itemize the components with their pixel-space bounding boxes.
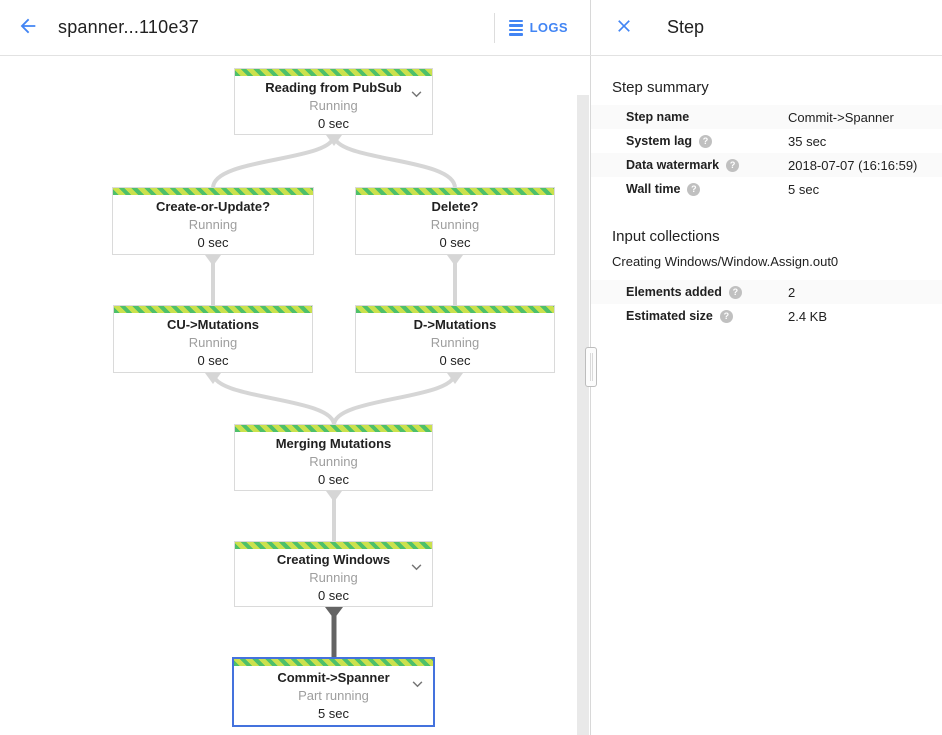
row-label: System lag xyxy=(626,134,693,148)
collection-name: Creating Windows/Window.Assign.out0 xyxy=(612,254,839,269)
node-time: 0 sec xyxy=(439,353,471,368)
running-progress-stripe xyxy=(235,69,432,76)
running-progress-stripe xyxy=(234,659,433,666)
close-icon xyxy=(614,16,634,39)
arrow-left-icon xyxy=(17,15,39,40)
node-title: Creating Windows xyxy=(276,552,391,567)
node-title: Merging Mutations xyxy=(275,435,392,451)
help-icon[interactable]: ? xyxy=(699,134,713,148)
step-details-panel: Step summary Step name Commit->Spanner S… xyxy=(591,56,942,735)
row-value: 2.4 KB xyxy=(788,308,828,324)
running-progress-stripe xyxy=(356,306,554,313)
running-progress-stripe xyxy=(114,306,312,313)
chevron-down-icon[interactable] xyxy=(411,558,422,576)
logs-button-label: LOGS xyxy=(529,20,568,35)
node-title: Reading from PubSub xyxy=(265,79,402,95)
row-label: Estimated size xyxy=(626,309,713,323)
node-title: Commit->Spanner xyxy=(277,670,390,685)
row-label: Data watermark xyxy=(626,158,720,172)
graph-node-reading-from-pubsub[interactable]: Reading from PubSub Running 0 sec xyxy=(234,68,433,135)
header-divider xyxy=(493,12,495,43)
graph-scrollbar[interactable] xyxy=(577,95,589,735)
chevron-down-icon[interactable] xyxy=(412,675,423,693)
row-value: 2018-07-07 (16:16:59) xyxy=(788,157,918,173)
close-panel-button[interactable] xyxy=(606,10,642,46)
node-status: Running xyxy=(188,217,238,232)
row-value: 2 xyxy=(788,284,796,300)
node-time: 0 sec xyxy=(197,235,229,250)
graph-node-creating-windows[interactable]: Creating Windows Running 0 sec xyxy=(234,541,433,607)
input-collections-heading: Input collections xyxy=(612,228,720,245)
node-status: Running xyxy=(309,97,358,113)
table-row: Wall time ? 5 sec xyxy=(591,177,942,201)
main-area: Reading from PubSub Running 0 sec Create… xyxy=(0,56,942,735)
node-time: 5 sec xyxy=(317,706,350,721)
row-value: 5 sec xyxy=(788,181,820,197)
panel-resize-handle[interactable] xyxy=(585,347,597,387)
table-row: Elements added ? 2 xyxy=(591,280,942,304)
node-title: Create-or-Update? xyxy=(155,199,271,214)
node-status: Running xyxy=(188,335,238,350)
node-time: 0 sec xyxy=(197,353,229,368)
job-graph-canvas[interactable]: Reading from PubSub Running 0 sec Create… xyxy=(0,56,591,735)
help-icon[interactable]: ? xyxy=(687,182,701,196)
graph-node-cu-mutations[interactable]: CU->Mutations Running 0 sec xyxy=(113,305,313,373)
node-status: Running xyxy=(309,453,358,469)
table-row: Step name Commit->Spanner xyxy=(591,105,942,129)
running-progress-stripe xyxy=(356,188,554,195)
chevron-down-icon[interactable] xyxy=(411,85,422,103)
top-bar-left: spanner...110e37 LOGS xyxy=(0,0,591,55)
row-label: Elements added xyxy=(626,285,722,299)
top-bar: spanner...110e37 LOGS Step xyxy=(0,0,942,56)
graph-node-commit-spanner-selected[interactable]: Commit->Spanner Part running 5 sec xyxy=(232,657,435,727)
back-button[interactable] xyxy=(10,10,46,46)
help-icon[interactable]: ? xyxy=(719,309,733,323)
graph-node-create-or-update[interactable]: Create-or-Update? Running 0 sec xyxy=(112,187,314,255)
graph-node-delete[interactable]: Delete? Running 0 sec xyxy=(355,187,555,255)
step-summary-heading: Step summary xyxy=(612,79,709,96)
table-row: Estimated size ? 2.4 KB xyxy=(591,304,942,328)
node-time: 0 sec xyxy=(439,235,471,250)
graph-node-d-mutations[interactable]: D->Mutations Running 0 sec xyxy=(355,305,555,373)
logs-button[interactable]: LOGS xyxy=(495,19,590,36)
node-title: Delete? xyxy=(431,199,479,214)
job-title: spanner...110e37 xyxy=(58,17,199,37)
node-title: CU->Mutations xyxy=(166,317,260,332)
help-icon[interactable]: ? xyxy=(726,158,740,172)
table-row: System lag ? 35 sec xyxy=(591,129,942,153)
node-status: Running xyxy=(430,335,480,350)
node-title: D->Mutations xyxy=(413,317,497,332)
row-label: Wall time xyxy=(626,182,681,196)
graph-node-merging-mutations[interactable]: Merging Mutations Running 0 sec xyxy=(234,424,433,491)
logs-area: LOGS xyxy=(493,0,590,55)
graph-edges xyxy=(205,134,463,657)
panel-title: Step xyxy=(667,17,705,37)
node-status: Running xyxy=(309,570,358,585)
help-icon[interactable]: ? xyxy=(728,285,742,299)
top-bar-right: Step xyxy=(591,0,942,55)
node-status: Running xyxy=(430,217,480,232)
node-time: 0 sec xyxy=(317,115,350,131)
running-progress-stripe xyxy=(235,542,432,549)
node-time: 0 sec xyxy=(317,471,350,487)
table-row: Data watermark ? 2018-07-07 (16:16:59) xyxy=(591,153,942,177)
logs-icon xyxy=(508,19,523,36)
running-progress-stripe xyxy=(235,425,432,432)
row-value: Commit->Spanner xyxy=(788,109,894,125)
node-time: 0 sec xyxy=(317,588,350,603)
row-label: Step name xyxy=(626,110,690,124)
row-value: 35 sec xyxy=(788,133,827,149)
running-progress-stripe xyxy=(113,188,313,195)
node-status: Part running xyxy=(298,688,369,703)
